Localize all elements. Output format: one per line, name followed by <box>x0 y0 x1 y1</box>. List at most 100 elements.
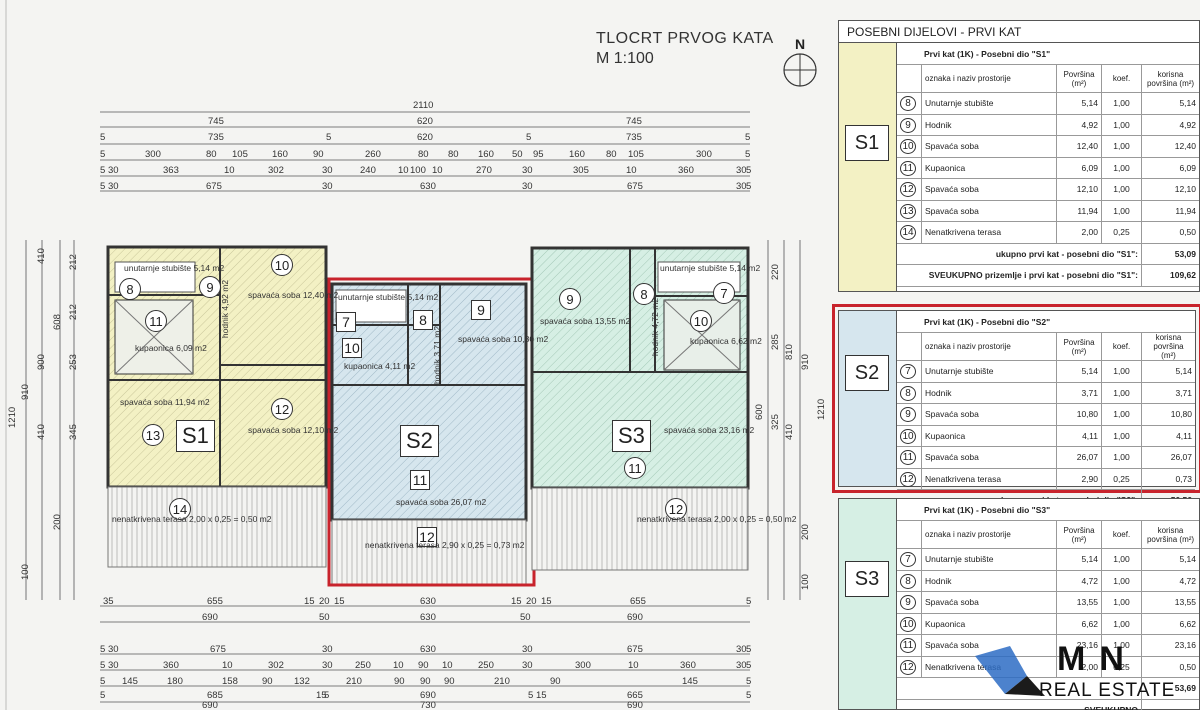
room-name: Kupaonica <box>921 425 1056 446</box>
unit-label-s1: S1 <box>176 420 215 452</box>
col-header-useful: korisna površina (m²) <box>1141 333 1195 360</box>
room-koef: 1,00 <box>1101 592 1141 613</box>
unit-label-s3: S3 <box>612 420 651 452</box>
dim-left-7: 212 <box>68 304 79 320</box>
room-label: unutarnje stubište 5,14 m2 <box>338 292 439 302</box>
room-number: 8 <box>413 310 433 330</box>
room-name: Spavaća soba <box>921 200 1056 221</box>
room-koef: 1,00 <box>1101 157 1141 178</box>
col-header-area: Površina (m²) <box>1056 65 1101 92</box>
room-label: spavaća soba 13,55 m2 <box>540 316 631 326</box>
room-number-badge: 12 <box>900 182 916 197</box>
room-name: Nenatkrivena terasa <box>921 222 1056 243</box>
dim-right-1: 910 <box>800 354 811 370</box>
room-koef: 1,00 <box>1101 179 1141 200</box>
unit-label-s2: S2 <box>400 425 439 457</box>
room-number-badge: 10 <box>900 428 916 444</box>
room-number-badge: 8 <box>900 385 916 401</box>
room-area: 12,10 <box>1056 179 1101 200</box>
col-header-useful: korisna površina (m²) <box>1141 521 1199 548</box>
room-label: hodnik 3,71 m2 <box>432 325 443 385</box>
room-useful-area: 11,94 <box>1141 200 1199 221</box>
col-header-name: oznaka i naziv prostorije <box>921 65 1056 92</box>
room-name: Hodnik <box>921 382 1056 403</box>
col-header-name: oznaka i naziv prostorije <box>921 333 1056 360</box>
room-number-badge: 11 <box>900 638 916 653</box>
room-number: 14 <box>169 498 191 520</box>
dim-right-5: 600 <box>754 404 765 420</box>
room-name: Spavaća soba <box>921 592 1056 613</box>
room-koef: 1,00 <box>1101 200 1141 221</box>
room-name: Kupaonica <box>921 613 1056 634</box>
dim-left-9: 345 <box>68 424 79 440</box>
room-koef: 1,00 <box>1101 93 1141 114</box>
room-useful-area: 0,50 <box>1141 222 1199 243</box>
dim-left-4: 410 <box>36 424 47 440</box>
table-s2: S2 Prvi kat (1K) - Posebni dio "S2"oznak… <box>832 304 1200 533</box>
room-area: 26,07 <box>1056 447 1101 468</box>
table-total-row: 53,69 <box>897 678 1199 700</box>
dim-left-8: 253 <box>68 354 79 370</box>
room-useful-area: 3,71 <box>1141 382 1195 403</box>
room-name: Hodnik <box>921 114 1056 135</box>
room-area: 2,00 <box>1056 222 1101 243</box>
room-area: 13,55 <box>1056 592 1101 613</box>
room-koef: 0,25 <box>1101 468 1141 489</box>
table-s1-unit: S1 <box>845 125 889 161</box>
room-label: kupaonica 4,11 m2 <box>344 361 416 371</box>
room-number-badge: 7 <box>900 364 916 379</box>
room-number-badge: 8 <box>900 96 916 111</box>
room-number: 8 <box>633 283 655 305</box>
dim-left-2: 900 <box>36 354 47 370</box>
room-number: 7 <box>336 312 356 332</box>
room-koef: 1,00 <box>1101 549 1141 570</box>
table-s1-body: Prvi kat (1K) - Posebni dio "S1"oznaka i… <box>897 43 1199 287</box>
room-number: 9 <box>559 288 581 310</box>
dim-right-total: 1210 <box>816 398 827 420</box>
room-name: Unutarnje stubište <box>921 361 1056 382</box>
room-number: 11 <box>624 457 646 479</box>
room-number: 8 <box>119 278 141 300</box>
col-header-koef: koef. <box>1101 65 1141 92</box>
room-useful-area: 13,55 <box>1141 592 1199 613</box>
room-number: 10 <box>271 254 293 276</box>
table-s1-side: S1 <box>839 43 897 291</box>
room-number-badge: 10 <box>900 139 916 154</box>
room-name: Unutarnje stubište <box>921 549 1056 570</box>
room-useful-area: 0,73 <box>1141 468 1195 489</box>
room-name: Nenatkrivena terasa <box>921 656 1056 677</box>
room-koef: 1,00 <box>1101 404 1141 425</box>
room-useful-area: 5,14 <box>1141 93 1199 114</box>
room-koef: 1,00 <box>1101 447 1141 468</box>
dim-left-total: 1210 <box>7 406 18 428</box>
room-area: 4,92 <box>1056 114 1101 135</box>
room-name: Nenatkrivena terasa <box>921 468 1056 489</box>
table-caption-text: Prvi kat (1K) - Posebni dio "S3" <box>924 504 1051 515</box>
room-useful-area: 6,09 <box>1141 157 1199 178</box>
room-koef: 1,00 <box>1101 114 1141 135</box>
room-label: unutarnje stubište 5,14 m2 <box>124 263 225 273</box>
col-header-name: oznaka i naziv prostorije <box>921 521 1056 548</box>
room-area: 5,14 <box>1056 361 1101 382</box>
table-s3: S3 Prvi kat (1K) - Posebni dio "S3"oznak… <box>838 498 1200 710</box>
col-header-area: Površina (m²) <box>1056 333 1101 360</box>
total-label: ukupno prvi kat - posebni dio "S1": <box>995 248 1138 259</box>
room-useful-area: 23,16 <box>1141 635 1199 656</box>
dim-right-4: 285 <box>770 334 781 350</box>
table-caption-text: Prvi kat (1K) - Posebni dio "S2" <box>924 316 1051 327</box>
room-useful-area: 10,80 <box>1141 404 1195 425</box>
room-useful-area: 12,40 <box>1141 136 1199 157</box>
room-name: Kupaonica <box>921 157 1056 178</box>
